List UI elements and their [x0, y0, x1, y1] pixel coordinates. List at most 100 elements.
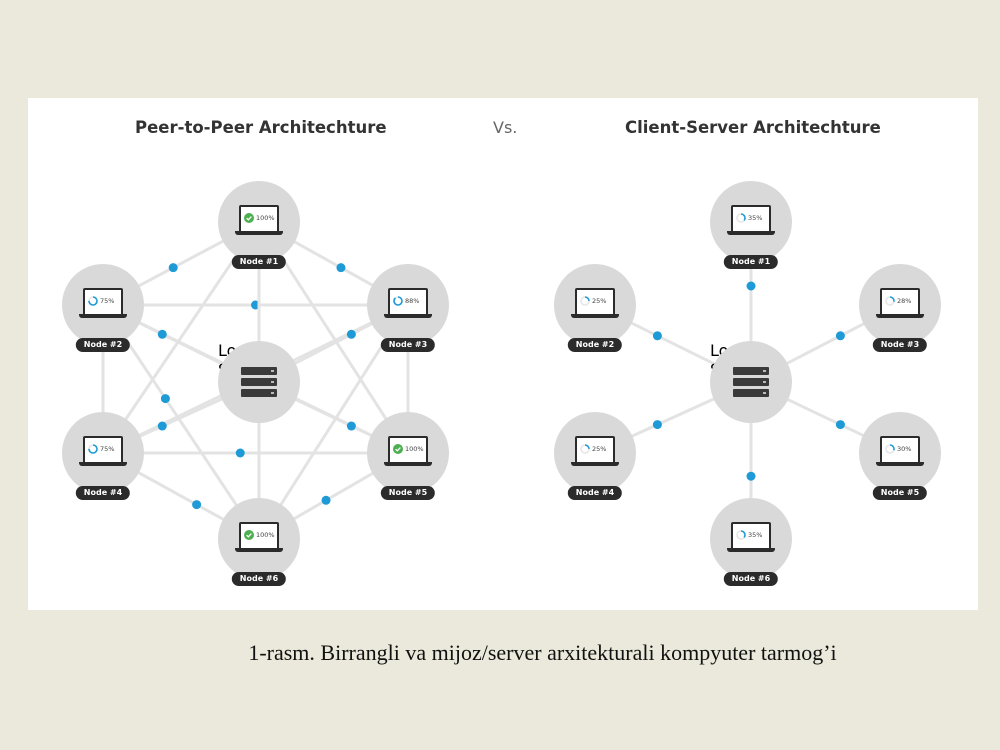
progress-percent: 35%: [748, 214, 763, 222]
data-packet-dot: [235, 448, 245, 458]
diagram-panel: Peer-to-Peer Architechture Vs. Client-Se…: [28, 98, 978, 610]
laptop-screen: 28%: [880, 288, 920, 316]
cs-node-2: 25% Node #2: [554, 264, 636, 364]
data-packet-dot: [835, 420, 845, 430]
laptop-base: [235, 548, 283, 552]
progress-ring-icon: [736, 213, 746, 223]
progress-ring-icon: [580, 296, 590, 306]
progress-ring-icon: [885, 296, 895, 306]
data-packet-dot: [746, 471, 756, 481]
node-label: Node #6: [723, 572, 779, 586]
laptop-base: [727, 548, 775, 552]
node-label: Node #3: [872, 338, 928, 352]
progress-percent: 100%: [256, 214, 275, 222]
laptop-base: [79, 314, 127, 318]
laptop-icon: 28%: [876, 288, 924, 318]
progress-percent: 30%: [897, 445, 912, 453]
laptop-base: [876, 314, 924, 318]
cs-node-6: 35% Node #6: [710, 498, 792, 598]
data-packet-dot: [157, 329, 167, 339]
progress-percent: 100%: [405, 445, 424, 453]
laptop-base: [235, 231, 283, 235]
check-icon: [393, 444, 403, 454]
node-label: Node #6: [231, 572, 287, 586]
node-label: Node #1: [723, 255, 779, 269]
cs-node-4: 25% Node #4: [554, 412, 636, 512]
laptop-icon: 75%: [79, 436, 127, 466]
laptop-screen: 25%: [575, 436, 615, 464]
progress-ring-icon: [88, 444, 98, 454]
laptop-icon: 75%: [79, 288, 127, 318]
laptop-icon: 100%: [384, 436, 432, 466]
laptop-screen: 75%: [83, 288, 123, 316]
cs-local-server: Local Server: [710, 341, 792, 441]
progress-percent: 25%: [592, 297, 607, 305]
data-packet-dot: [346, 329, 356, 339]
data-packet-dot: [168, 263, 178, 273]
laptop-screen: 75%: [83, 436, 123, 464]
laptop-icon: 88%: [384, 288, 432, 318]
laptop-screen: 100%: [239, 522, 279, 550]
progress-ring-icon: [580, 444, 590, 454]
laptop-base: [79, 462, 127, 466]
p2p-node-1: 100% Node #1: [218, 181, 300, 281]
server-rack-icon: [241, 367, 277, 397]
data-packet-dot: [746, 281, 756, 291]
progress-percent: 25%: [592, 445, 607, 453]
data-packet-dot: [192, 500, 202, 510]
p2p-node-3: 88% Node #3: [367, 264, 449, 364]
laptop-screen: 100%: [239, 205, 279, 233]
data-packet-dot: [160, 394, 170, 404]
laptop-screen: 30%: [880, 436, 920, 464]
laptop-base: [384, 462, 432, 466]
p2p-local-server: Local Server: [218, 341, 300, 441]
laptop-screen: 35%: [731, 522, 771, 550]
connection-lines: [101, 220, 901, 541]
progress-ring-icon: [393, 296, 403, 306]
node-label: Node #4: [567, 486, 623, 500]
laptop-base: [571, 314, 619, 318]
progress-percent: 28%: [897, 297, 912, 305]
progress-percent: 75%: [100, 445, 115, 453]
laptop-screen: 35%: [731, 205, 771, 233]
data-packet-dot: [652, 420, 662, 430]
laptop-icon: 25%: [571, 288, 619, 318]
node-label: Node #4: [75, 486, 131, 500]
p2p-node-6: 100% Node #6: [218, 498, 300, 598]
node-label: Node #5: [380, 486, 436, 500]
check-icon: [244, 213, 254, 223]
cs-node-1: 35% Node #1: [710, 181, 792, 281]
laptop-base: [876, 462, 924, 466]
laptop-screen: 25%: [575, 288, 615, 316]
progress-percent: 35%: [748, 531, 763, 539]
data-packet-dot: [346, 421, 356, 431]
cs-title: Client-Server Architechture: [625, 118, 881, 137]
laptop-icon: 25%: [571, 436, 619, 466]
node-label: Node #1: [231, 255, 287, 269]
laptop-icon: 100%: [235, 205, 283, 235]
laptop-screen: 88%: [388, 288, 428, 316]
progress-ring-icon: [88, 296, 98, 306]
laptop-screen: 100%: [388, 436, 428, 464]
laptop-icon: 30%: [876, 436, 924, 466]
p2p-title: Peer-to-Peer Architechture: [135, 118, 387, 137]
cs-node-3: 28% Node #3: [859, 264, 941, 364]
laptop-icon: 35%: [727, 205, 775, 235]
node-label: Node #5: [872, 486, 928, 500]
progress-percent: 100%: [256, 531, 275, 539]
server-rack-icon: [733, 367, 769, 397]
node-label: Node #3: [380, 338, 436, 352]
laptop-base: [384, 314, 432, 318]
data-packet-dot: [336, 263, 346, 273]
laptop-base: [571, 462, 619, 466]
node-label: Node #2: [567, 338, 623, 352]
data-packet-dot: [835, 331, 845, 341]
node-label: Node #2: [75, 338, 131, 352]
laptop-icon: 100%: [235, 522, 283, 552]
cs-node-5: 30% Node #5: [859, 412, 941, 512]
progress-ring-icon: [736, 530, 746, 540]
laptop-icon: 35%: [727, 522, 775, 552]
progress-percent: 88%: [405, 297, 420, 305]
data-packet-dot: [321, 495, 331, 505]
figure-caption: 1-rasm. Birrangli va mijoz/server arxite…: [248, 640, 837, 665]
